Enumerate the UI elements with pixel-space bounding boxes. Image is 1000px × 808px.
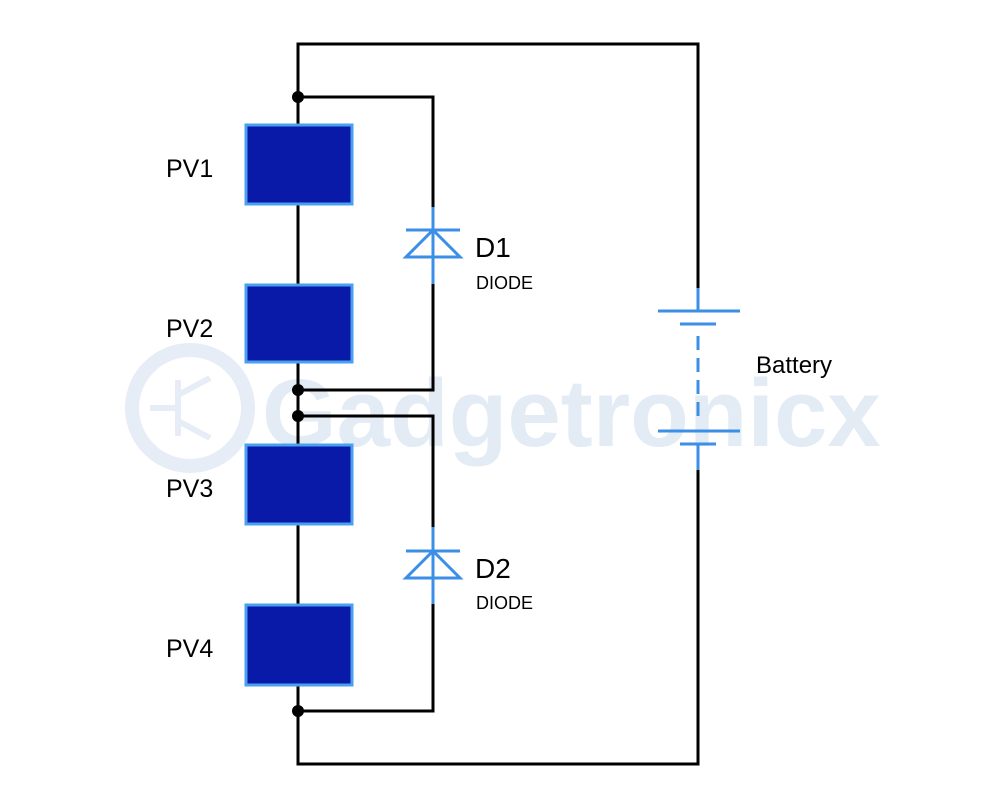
pv-panel-2: PV2: [166, 283, 354, 364]
d1-bypass-top: [298, 95, 435, 207]
d2-bypass-bottom: [298, 604, 435, 713]
pv-panel-body: [244, 443, 354, 526]
pv-panel-label: PV1: [166, 155, 213, 183]
top-wire: [296, 42, 700, 288]
wiring: [296, 42, 700, 766]
junction-nodes: [292, 91, 304, 717]
junction-node: [292, 91, 304, 103]
watermark-text: Gadgetronicx: [262, 360, 881, 467]
pv-panel-4: PV4: [166, 603, 354, 687]
pv-panel-1: PV1: [166, 123, 354, 206]
diode-type-label: DIODE: [476, 593, 533, 613]
bottom-wire: [296, 444, 700, 766]
battery: Battery: [658, 288, 832, 470]
diode-d2: D2 DIODE: [402, 527, 533, 613]
diode-icon: [402, 527, 464, 604]
pv-panel-label: PV3: [166, 475, 213, 503]
pv-panel-label: PV2: [166, 315, 213, 343]
pv-panel-label: PV4: [166, 635, 213, 663]
diode-d1: D1 DIODE: [402, 207, 533, 293]
pv-panel-body: [244, 123, 354, 206]
pv-panel-body: [244, 603, 354, 687]
d2-bypass-top: [298, 414, 435, 527]
watermark-logo-inner-icon: [150, 375, 212, 441]
diode-icon: [402, 207, 464, 284]
junction-node: [292, 410, 304, 422]
battery-icon: [658, 288, 740, 470]
junction-node: [292, 705, 304, 717]
watermark-logo-icon: [125, 343, 255, 473]
junction-node: [292, 384, 304, 396]
battery-label: Battery: [756, 352, 832, 379]
diode-label: D1: [475, 232, 511, 263]
pv-panel-3: PV3: [166, 443, 354, 526]
pv-panel-body: [244, 283, 354, 364]
diode-label: D2: [475, 553, 511, 584]
d1-bypass-bottom: [298, 284, 435, 392]
diode-type-label: DIODE: [476, 273, 533, 293]
watermark: Gadgetronicx: [125, 343, 881, 473]
